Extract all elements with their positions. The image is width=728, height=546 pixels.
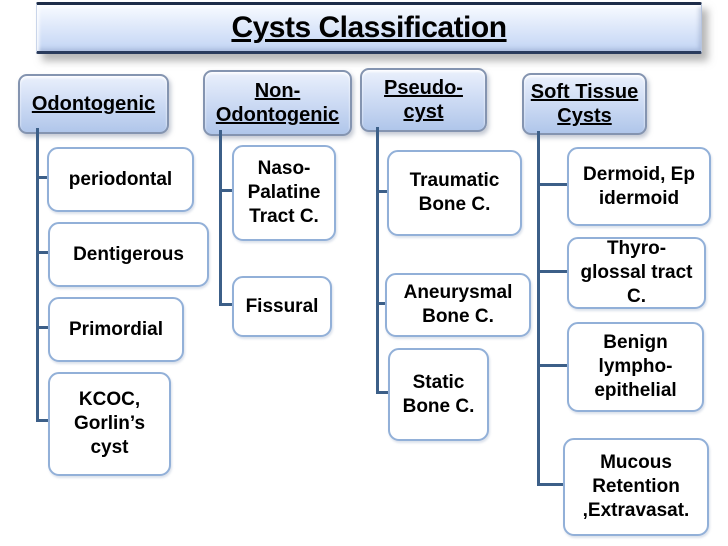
connector-non-odontogenic-branch-naso xyxy=(219,189,234,192)
node-fissural: Fissural xyxy=(232,276,332,337)
connector-pseudo-cyst-trunk xyxy=(376,127,379,394)
connector-pseudo-cyst-branch-static xyxy=(376,391,389,394)
connector-odontogenic-branch-periodontal xyxy=(36,176,49,179)
header-non-odontogenic: Non- Odontogenic xyxy=(203,70,352,136)
connector-odontogenic-branch-kcoc xyxy=(36,419,49,422)
connector-soft-tissue-branch-benign xyxy=(537,364,568,367)
node-static-bone: Static Bone C. xyxy=(388,348,489,441)
node-mucous-retention-extravasation-label: Mucous Retention ,Extravasat. xyxy=(582,452,690,521)
node-mucous-retention-extravasation: Mucous Retention ,Extravasat. xyxy=(563,438,709,536)
node-thyroglossal-tract: Thyro- glossal tract C. xyxy=(567,237,706,309)
node-traumatic-bone-label: Traumatic Bone C. xyxy=(409,170,500,215)
node-primordial-label: Primordial xyxy=(69,318,163,340)
node-aneurysmal-bone: Aneurysmal Bone C. xyxy=(385,273,531,337)
slide-title-bar: Cysts Classification xyxy=(36,2,702,54)
node-dermoid-epidermoid: Dermoid, Ep idermoid xyxy=(567,147,711,226)
connector-non-odontogenic-branch-fissural xyxy=(219,303,234,306)
node-benign-lymphoepithelial-label: Benign lympho- epithelial xyxy=(594,332,677,401)
slide-title: Cysts Classification xyxy=(231,11,507,44)
node-dentigerous: Dentigerous xyxy=(48,222,209,287)
connector-soft-tissue-branch-dermoid xyxy=(537,183,568,186)
node-dentigerous-label: Dentigerous xyxy=(73,243,184,265)
header-pseudo-cyst-label: Pseudo- cyst xyxy=(384,77,463,123)
connector-soft-tissue-branch-mucous xyxy=(537,483,564,486)
connector-soft-tissue-branch-thyroglossal xyxy=(537,270,568,273)
node-static-bone-label: Static Bone C. xyxy=(402,371,475,417)
node-kcoc-gorlins-cyst-label: KCOC, Gorlin’s cyst xyxy=(73,389,146,458)
header-soft-tissue-cysts-label: Soft Tissue Cysts xyxy=(530,81,639,127)
node-naso-palatine-tract: Naso- Palatine Tract C. xyxy=(232,145,336,241)
connector-odontogenic-branch-primordial xyxy=(36,326,49,329)
node-aneurysmal-bone-label: Aneurysmal Bone C. xyxy=(403,282,513,327)
header-soft-tissue-cysts: Soft Tissue Cysts xyxy=(522,73,647,135)
header-odontogenic-label: Odontogenic xyxy=(31,93,156,115)
node-thyroglossal-tract-label: Thyro- glossal tract C. xyxy=(580,238,693,307)
node-kcoc-gorlins-cyst: KCOC, Gorlin’s cyst xyxy=(48,372,171,476)
node-periodontal: periodontal xyxy=(47,147,194,212)
node-traumatic-bone: Traumatic Bone C. xyxy=(387,150,522,236)
node-periodontal-label: periodontal xyxy=(68,168,173,190)
node-benign-lymphoepithelial: Benign lympho- epithelial xyxy=(567,322,704,412)
node-fissural-label: Fissural xyxy=(245,295,319,317)
header-non-odontogenic-label: Non- Odontogenic xyxy=(215,80,340,126)
node-naso-palatine-tract-label: Naso- Palatine Tract C. xyxy=(247,158,321,227)
node-dermoid-epidermoid-label: Dermoid, Ep idermoid xyxy=(583,163,695,209)
connector-pseudo-cyst-branch-traumatic xyxy=(376,190,389,193)
connector-non-odontogenic-trunk xyxy=(219,130,222,306)
connector-odontogenic-trunk xyxy=(36,128,39,422)
connector-soft-tissue-trunk xyxy=(537,131,540,486)
connector-pseudo-cyst-branch-aneurysmal xyxy=(376,302,389,305)
header-odontogenic: Odontogenic xyxy=(18,74,169,134)
node-primordial: Primordial xyxy=(48,297,184,362)
header-pseudo-cyst: Pseudo- cyst xyxy=(360,68,487,132)
connector-odontogenic-branch-dentigerous xyxy=(36,251,49,254)
